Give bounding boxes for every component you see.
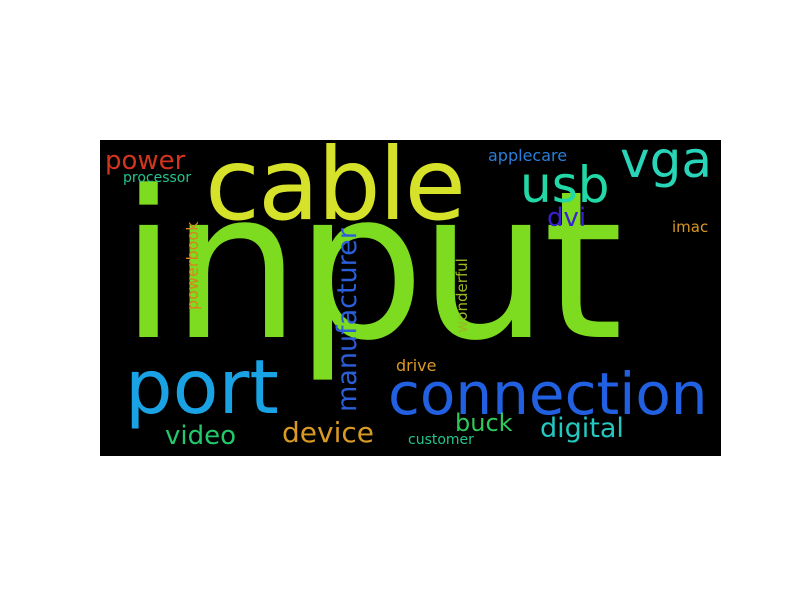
- word-processor: processor: [123, 170, 192, 186]
- word-manufacturer: manufacturer: [332, 228, 363, 412]
- word-video: video: [165, 421, 237, 451]
- word-digital: digital: [540, 413, 624, 444]
- word-connection: connection: [388, 360, 708, 428]
- word-cable: cable: [205, 140, 466, 243]
- word-applecare: applecare: [488, 146, 568, 165]
- word-imac: imac: [672, 218, 709, 236]
- word-dvi: dvi: [547, 203, 587, 233]
- word-vga: vga: [620, 140, 712, 189]
- word-port: port: [125, 343, 279, 431]
- word-usb: usb: [520, 156, 610, 214]
- word-device: device: [282, 416, 374, 449]
- word-input: input: [120, 148, 623, 386]
- word-wonderful: wonderful: [453, 258, 471, 333]
- word-powerbook: powerbook: [183, 221, 202, 310]
- word-buck: buck: [455, 409, 513, 437]
- word-drive: drive: [396, 356, 437, 375]
- word-customer: customer: [408, 432, 474, 448]
- word-cloud: input cable usb vga power processor appl…: [100, 140, 721, 456]
- word-power: power: [105, 146, 186, 176]
